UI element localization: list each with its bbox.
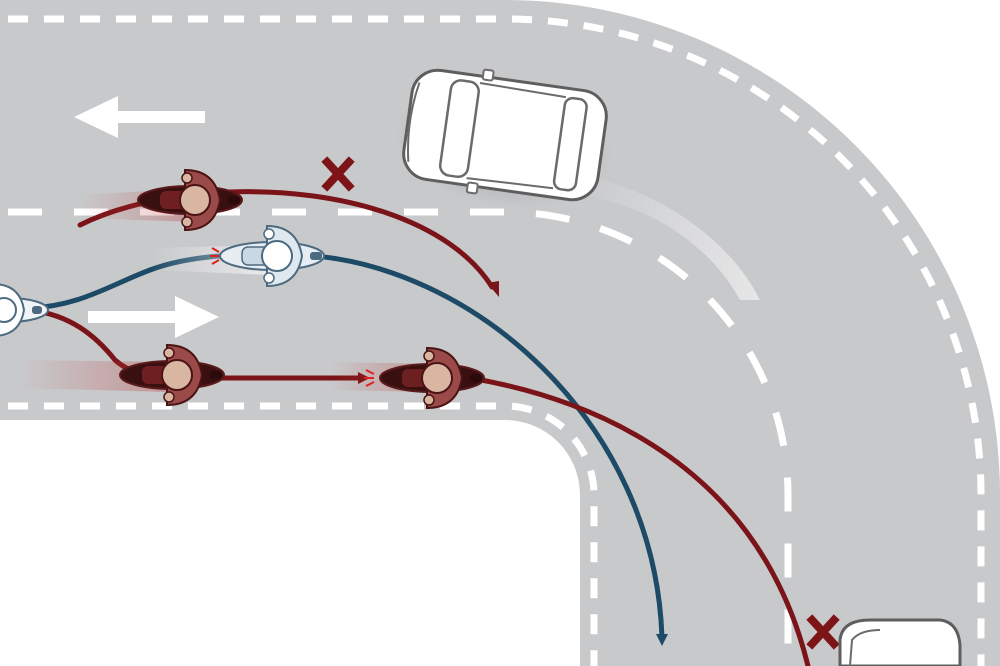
motorcycle-icon: [80, 168, 243, 232]
cross-mark-icon: [321, 156, 355, 192]
center-line: [8, 208, 792, 666]
motorcycle-icon: [20, 343, 225, 407]
arrowhead-icon: [656, 634, 668, 646]
cross-mark-icon: [806, 614, 840, 650]
outer-edge-line: [8, 15, 985, 666]
motorcycle-icon: [0, 283, 49, 337]
car-motion-wake: [580, 175, 760, 300]
arrow-icon: [88, 296, 219, 338]
brake-light-icon: [210, 247, 220, 265]
car-icon: [838, 618, 962, 666]
wrong-path-line: [467, 375, 811, 666]
brake-light-icon: [364, 369, 375, 387]
arrow-icon: [74, 96, 205, 138]
inner-edge-line: [8, 402, 598, 666]
arrowhead-icon: [487, 281, 499, 297]
car-icon: [394, 68, 613, 209]
motorcycle-icon: [150, 224, 325, 288]
motorcycle-icon: [330, 346, 485, 410]
